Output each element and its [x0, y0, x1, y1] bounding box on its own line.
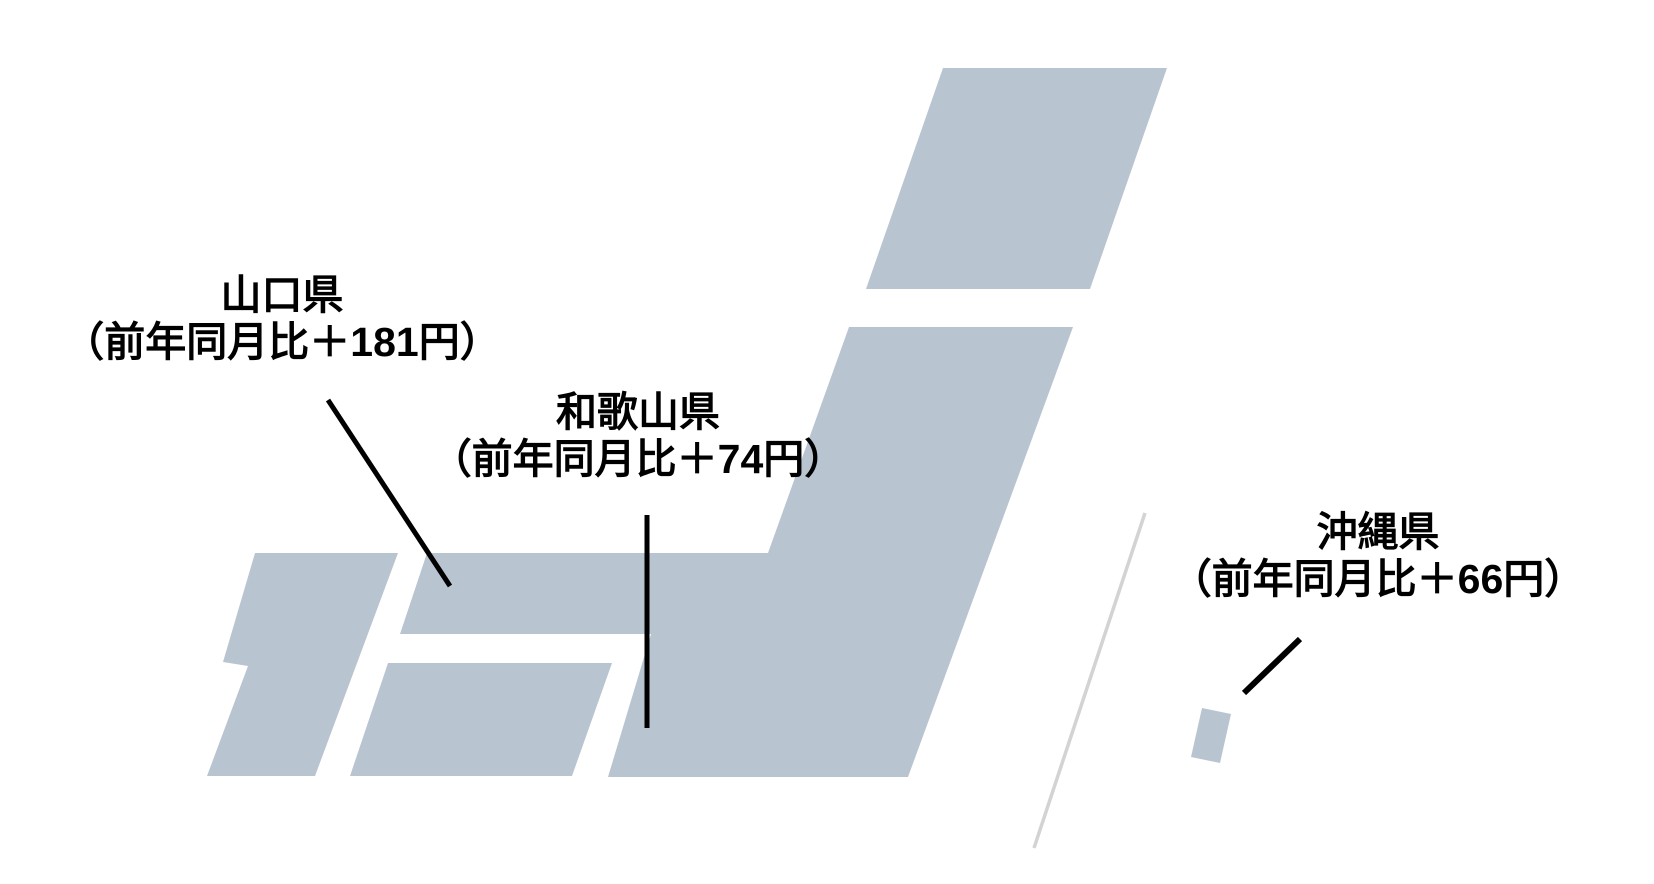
kyushu-shape — [207, 553, 398, 776]
okinawa-label-note: （前年同月比＋66円） — [1170, 556, 1586, 602]
okinawa-divider-line — [1032, 512, 1147, 849]
wakayama-label-prefecture: 和歌山県 — [556, 389, 720, 435]
okinawa-label: 沖縄県 （前年同月比＋66円） — [1138, 509, 1618, 603]
honshu-shape — [400, 327, 1073, 777]
hokkaido-shape — [866, 68, 1167, 289]
okinawa-shape — [1191, 708, 1231, 763]
yamaguchi-label: 山口県 （前年同月比＋181円） — [42, 272, 522, 366]
wakayama-label-note: （前年同月比＋74円） — [430, 436, 846, 482]
yamaguchi-label-prefecture: 山口県 — [220, 272, 344, 318]
okinawa-leader-line — [1241, 636, 1303, 696]
okinawa-label-prefecture: 沖縄県 — [1316, 509, 1440, 555]
yamaguchi-label-note: （前年同月比＋181円） — [63, 319, 501, 365]
wakayama-label: 和歌山県 （前年同月比＋74円） — [398, 389, 878, 483]
yamaguchi-leader-line — [325, 398, 453, 588]
shikoku-shape — [350, 663, 612, 776]
